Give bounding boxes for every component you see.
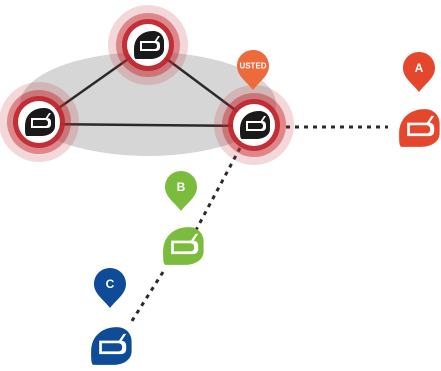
rider-a: A	[399, 52, 440, 147]
helmet-icon	[399, 109, 440, 147]
group-member-top	[108, 5, 188, 85]
bridge-line-c	[128, 271, 165, 325]
helmet-icon	[163, 227, 204, 265]
mesh-line-left-right	[38, 122, 255, 128]
helmet-icon	[91, 327, 132, 365]
bridge-lines	[128, 125, 388, 325]
bridge-line-b	[194, 147, 242, 231]
rider-c-label: C	[106, 277, 115, 291]
rider-c: C	[91, 268, 132, 365]
group-member-you	[214, 85, 294, 165]
group-ellipse	[20, 52, 276, 156]
group-member-left	[0, 82, 79, 162]
rider-a-label: A	[415, 61, 424, 75]
rider-b: B	[163, 171, 204, 265]
you-pin: USTED	[237, 50, 269, 90]
rider-b-label: B	[177, 180, 186, 194]
you-label: USTED	[239, 62, 266, 71]
